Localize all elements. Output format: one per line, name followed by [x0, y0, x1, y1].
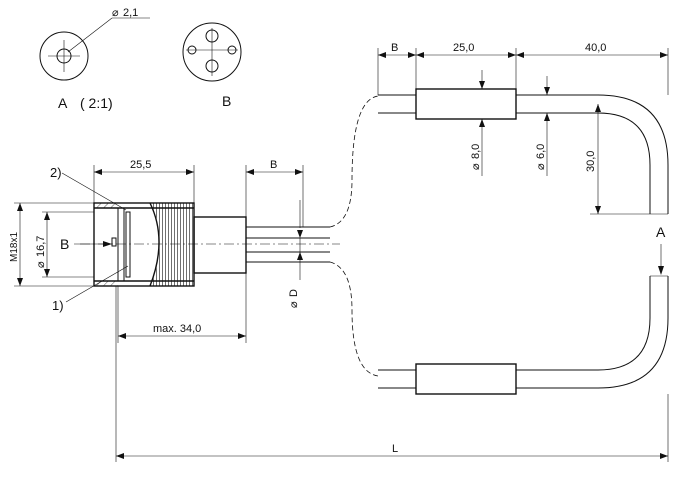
dim-total-length: L: [115, 286, 669, 462]
callout-2: 2): [50, 165, 62, 180]
view-a-leader: [67, 17, 113, 53]
dim-diameter-d: ⌀ D: [288, 200, 303, 308]
dim-bend-height: 30,0: [585, 104, 650, 215]
callout-1: 1): [52, 298, 64, 313]
dim-bend-length: 40,0: [516, 42, 669, 95]
view-b-title: B: [222, 93, 231, 109]
view-a-hole-diameter: 2,1: [123, 7, 138, 19]
dim-sleeve-length: 25,0: [416, 42, 517, 89]
arrow-b-label: B: [60, 236, 69, 252]
nut-diameter-value: 16,7: [35, 236, 47, 257]
diameter-d-value: D: [288, 289, 300, 297]
upper-sleeve: [415, 88, 517, 120]
b-connector-value: B: [270, 159, 277, 171]
b-top-value: B: [391, 42, 398, 54]
nut-diameter-symbol: ⌀: [35, 261, 47, 268]
view-a-hole-diameter-symbol: ⌀: [112, 7, 119, 19]
thread-value: M18x1: [9, 232, 20, 262]
view-a-scale: ( 2:1): [80, 95, 113, 111]
callout-1-leader: [65, 265, 129, 303]
sleeve-length-value: 25,0: [453, 42, 474, 54]
view-a-outer-circle: [39, 31, 89, 81]
total-length-value: L: [392, 443, 398, 455]
dim-b-top: B: [377, 42, 417, 95]
cable-break-bottom: [329, 261, 379, 377]
nut-taper: [118, 203, 159, 286]
view-a-title: A: [58, 95, 68, 111]
arrow-a-indicator: A: [656, 224, 666, 275]
arrow-a-label: A: [656, 224, 666, 240]
sleeve-diameter-value: 8,0: [470, 144, 482, 159]
nut-hatch-top: [94, 203, 118, 208]
lower-cable: [378, 275, 669, 395]
arrow-b-indicator: B: [60, 236, 112, 252]
view-b-detail: B: [182, 22, 242, 109]
dim-thread: M18x1: [9, 202, 94, 287]
dim-max-length: max. 34,0: [117, 273, 247, 343]
diameter-d-symbol: ⌀: [288, 301, 300, 308]
lower-sleeve: [415, 363, 517, 395]
dim-sleeve-diameter: ⌀ 8,0: [470, 70, 485, 176]
max-length-value: max. 34,0: [153, 323, 201, 335]
connector: [80, 202, 340, 287]
dim-cable-diameter: ⌀ 6,0: [535, 76, 550, 176]
cable-diameter-symbol: ⌀: [535, 163, 547, 170]
bend-height-value: 30,0: [585, 151, 597, 172]
dim-nut-length: 25,5: [93, 159, 195, 203]
connector-sleeve: [193, 216, 247, 274]
dim-b-connector: B: [245, 159, 304, 227]
callout-2-leader: [61, 172, 127, 211]
cable-break-top: [329, 95, 379, 228]
view-b-outer-circle: [182, 22, 242, 82]
dim-nut-diameter: ⌀ 16,7: [35, 211, 94, 278]
upper-cable: [378, 88, 669, 215]
nut-hatch-bottom: [94, 281, 118, 286]
sleeve-diameter-symbol: ⌀: [470, 163, 482, 170]
bend-length-value: 40,0: [585, 42, 606, 54]
nut-length-value: 25,5: [130, 159, 151, 171]
cable-diameter-value: 6,0: [535, 144, 547, 159]
view-a-detail: ⌀ 2,1 A ( 2:1): [39, 7, 150, 111]
